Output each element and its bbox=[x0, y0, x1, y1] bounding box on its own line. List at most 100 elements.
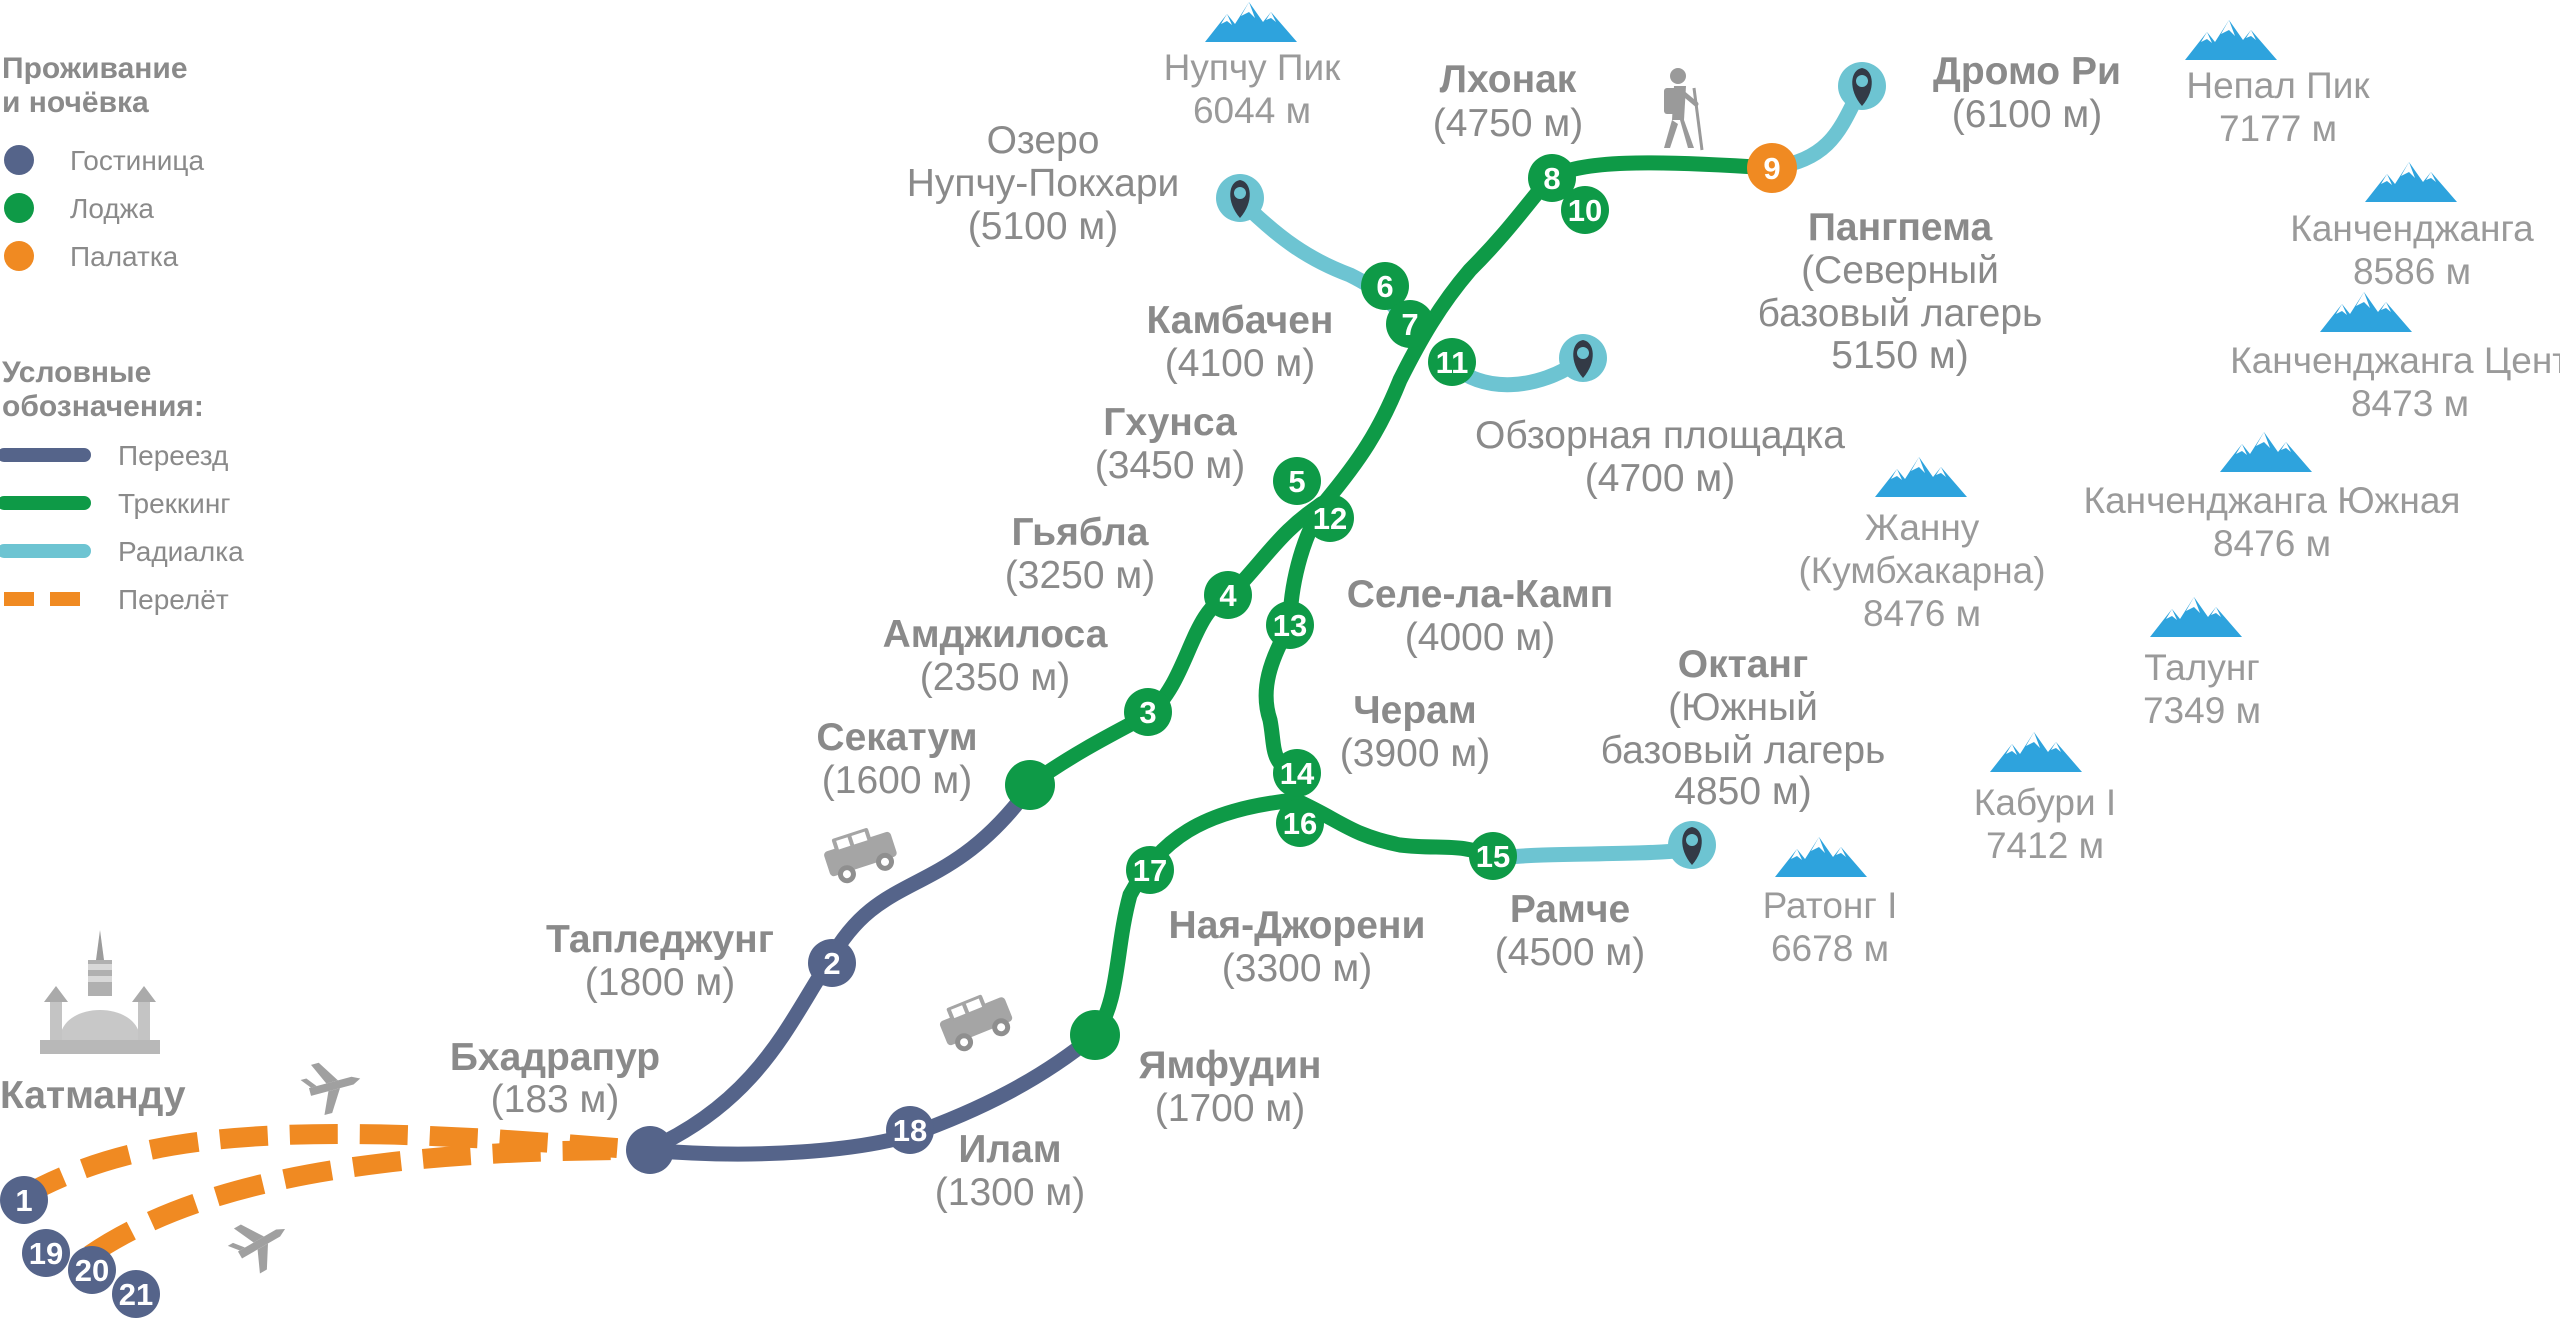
label-selela-elev: (4000 м) bbox=[1405, 616, 1555, 659]
label-taplejung-elev: (1800 м) bbox=[585, 961, 735, 1004]
node-3: 3 bbox=[1124, 688, 1172, 736]
label-taplejung-name: Тапледжунг bbox=[546, 918, 774, 961]
node-11: 11 bbox=[1428, 338, 1476, 386]
label-nayajoreni-elev: (3300 м) bbox=[1222, 947, 1372, 990]
label-pangpema-1: Пангпема bbox=[1808, 206, 1993, 249]
peak-kabru-elev: 7412 м bbox=[1986, 825, 2104, 866]
mountain-icon bbox=[2365, 162, 2457, 202]
svg-text:8: 8 bbox=[1543, 161, 1560, 196]
label-ghunsa-elev: (3450 м) bbox=[1095, 444, 1245, 487]
peak-ratong-name: Ратонг I bbox=[1763, 885, 1898, 926]
svg-text:21: 21 bbox=[119, 1277, 153, 1312]
label-selela-name: Селе-ла-Камп bbox=[1347, 573, 1614, 616]
label-cheram-name: Черам bbox=[1353, 689, 1476, 732]
node-7: 7 bbox=[1386, 300, 1434, 348]
mountain-icon bbox=[2150, 597, 2242, 637]
node-21: 21 bbox=[112, 1270, 160, 1318]
legend-hotel-label: Гостиница bbox=[70, 145, 204, 176]
hiker-icon bbox=[1664, 68, 1704, 151]
label-amjilosa-elev: (2350 м) bbox=[920, 656, 1070, 699]
svg-text:12: 12 bbox=[1313, 501, 1347, 536]
peak-kanch-elev: 8586 м bbox=[2353, 251, 2471, 292]
legend-stay-title-2: и ночёвка bbox=[2, 86, 149, 119]
peak-kanch-name: Канченджанга bbox=[2290, 208, 2534, 249]
jeep-icon bbox=[939, 994, 1013, 1052]
map-pin-icon-lake bbox=[1216, 174, 1264, 222]
node-15: 15 bbox=[1469, 832, 1517, 880]
label-ramche-name: Рамче bbox=[1510, 888, 1630, 931]
label-viewpoint-name: Обзорная площадка bbox=[1475, 414, 1845, 457]
node-bhadrapur bbox=[626, 1126, 674, 1174]
node-13: 13 bbox=[1266, 601, 1314, 649]
map-pin-icon-viewpoint bbox=[1559, 334, 1607, 382]
peak-kanch-central-name: Канченджанга Центр bbox=[2230, 340, 2560, 381]
node-sekatum bbox=[1005, 760, 1055, 810]
svg-text:6: 6 bbox=[1376, 269, 1393, 304]
legend-radial-label: Радиалка bbox=[118, 536, 244, 567]
legend: Проживание и ночёвка Гостиница Лоджа Пал… bbox=[0, 52, 244, 615]
svg-text:1: 1 bbox=[15, 1183, 32, 1218]
label-gyabla-name: Гьябла bbox=[1012, 511, 1149, 554]
label-ghunsa-name: Гхунса bbox=[1103, 401, 1237, 444]
mountain-icon bbox=[1875, 457, 1967, 497]
node-16: 16 bbox=[1276, 799, 1324, 847]
label-viewpoint-elev: (4700 м) bbox=[1585, 457, 1735, 500]
peak-jannu-elev: 8476 м bbox=[1863, 593, 1981, 634]
svg-text:11: 11 bbox=[1436, 345, 1469, 380]
svg-text:19: 19 bbox=[29, 1236, 63, 1271]
label-bhadrapur-name: Бхадрапур bbox=[450, 1036, 660, 1079]
label-pangpema-4: 5150 м) bbox=[1831, 334, 1968, 377]
peak-nepal-name: Непал Пик bbox=[2186, 65, 2370, 106]
legend-hotel-dot bbox=[4, 145, 34, 175]
node-19: 19 bbox=[22, 1229, 70, 1277]
label-pangpema-3: базовый лагерь bbox=[1758, 292, 2043, 335]
label-oktang-2: (Южный bbox=[1668, 686, 1818, 729]
flight-route-outbound bbox=[15, 1123, 641, 1207]
node-6: 6 bbox=[1361, 262, 1409, 310]
legend-trekking-label: Треккинг bbox=[118, 488, 231, 519]
label-dromo-name: Дромо Ри bbox=[1933, 50, 2121, 93]
svg-text:18: 18 bbox=[893, 1113, 927, 1148]
label-lake-3: (5100 м) bbox=[968, 205, 1118, 248]
label-lake-1: Озеро bbox=[987, 119, 1100, 162]
jeep-icon bbox=[824, 828, 897, 884]
label-yamphudin-name: Ямфудин bbox=[1139, 1044, 1322, 1087]
trek-selela-cheram bbox=[1258, 494, 1333, 780]
peak-nupchu-elev: 6044 м bbox=[1193, 90, 1311, 131]
node-5: 5 bbox=[1273, 457, 1321, 505]
airplane-icon bbox=[300, 1062, 361, 1116]
label-amjilosa-name: Амджилоса bbox=[883, 613, 1108, 656]
airplane-icon bbox=[227, 1224, 286, 1274]
label-ilam-name: Илам bbox=[958, 1128, 1061, 1171]
legend-tent-dot bbox=[4, 241, 34, 271]
label-oktang-1: Октанг bbox=[1678, 643, 1808, 686]
svg-text:13: 13 bbox=[1273, 608, 1307, 643]
node-14: 14 bbox=[1273, 749, 1321, 797]
mountain-icon bbox=[2320, 292, 2412, 332]
peak-kabru-name: Кабури I bbox=[1974, 782, 2116, 823]
node-20: 20 bbox=[68, 1246, 116, 1294]
map-pin-icon-dromo bbox=[1838, 62, 1886, 110]
label-oktang-4: 4850 м) bbox=[1674, 770, 1811, 813]
node-yamphudin bbox=[1070, 1010, 1120, 1060]
legend-lodge-dot bbox=[4, 193, 34, 223]
legend-flight-label: Перелёт bbox=[118, 584, 229, 615]
label-kathmandu: Катманду bbox=[0, 1074, 186, 1117]
label-sekatum-name: Секатум bbox=[816, 716, 977, 759]
label-cheram-elev: (3900 м) bbox=[1340, 732, 1490, 775]
mountain-icon bbox=[2185, 20, 2277, 60]
svg-text:10: 10 bbox=[1568, 193, 1602, 228]
label-bhadrapur-elev: (183 м) bbox=[491, 1078, 620, 1121]
mountain-icon bbox=[1205, 2, 1297, 42]
peak-kanch-south-name: Канченджанга Южная bbox=[2084, 480, 2461, 521]
svg-text:15: 15 bbox=[1476, 839, 1510, 874]
mountain-icon bbox=[2220, 432, 2312, 472]
map-pin-icon-oktang bbox=[1668, 821, 1716, 869]
svg-text:7: 7 bbox=[1401, 307, 1418, 342]
label-pangpema-2: (Северный bbox=[1801, 249, 1999, 292]
trek-yamphudin-ramche bbox=[1087, 792, 1503, 1043]
legend-tent-label: Палатка bbox=[70, 241, 179, 272]
node-2: 2 bbox=[808, 939, 856, 987]
mountain-icon bbox=[1775, 837, 1867, 877]
